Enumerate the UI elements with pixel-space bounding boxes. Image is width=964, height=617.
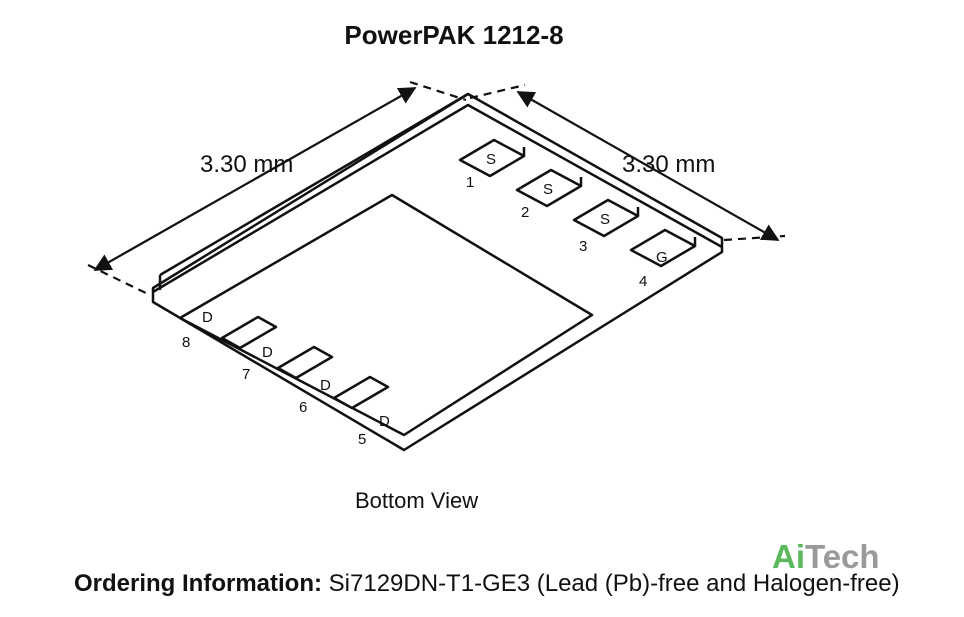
pin-4-label: G xyxy=(656,249,668,266)
left-dimension-line xyxy=(93,87,417,271)
pin-5-number: 5 xyxy=(358,431,366,448)
pin-7-pad xyxy=(220,315,278,350)
package-outline xyxy=(151,92,724,452)
ordering-text: Si7129DN-T1-GE3 (Lead (Pb)-free and Halo… xyxy=(322,570,900,597)
exposed-drain-pad xyxy=(178,193,594,437)
pin-3-label: S xyxy=(600,211,610,228)
pin-8-label: D xyxy=(202,309,213,326)
pin-1-number: 1 xyxy=(466,174,474,191)
left-dimension-label: 3.30 mm xyxy=(200,151,293,178)
pin-1-label: S xyxy=(486,151,496,168)
aitech-watermark: AiTech xyxy=(772,538,880,575)
view-label: Bottom View xyxy=(355,488,478,513)
pin-2-number: 2 xyxy=(521,204,529,221)
package-left-edge xyxy=(152,103,723,294)
pin-7-number: 7 xyxy=(242,366,250,383)
pin-4-number: 4 xyxy=(639,273,647,290)
ordering-label: Ordering Information: xyxy=(74,570,322,597)
pin-2-label: S xyxy=(543,181,553,198)
right-dimension-label: 3.30 mm xyxy=(622,151,715,178)
pin-7-label: D xyxy=(262,344,273,361)
right-dimension-line xyxy=(516,91,780,241)
pin-3-number: 3 xyxy=(579,238,587,255)
pin-6-label: D xyxy=(320,377,331,394)
pin-8-number: 8 xyxy=(182,334,190,351)
pin-6-number: 6 xyxy=(299,399,307,416)
pin-5-pad xyxy=(332,375,390,410)
ordering-information: Ordering Information: Si7129DN-T1-GE3 (L… xyxy=(74,570,900,598)
package-title: PowerPAK 1212-8 xyxy=(344,20,564,50)
pin-6-pad xyxy=(276,345,334,380)
bottom-pins xyxy=(220,315,390,410)
pin-5-label: D xyxy=(379,413,390,430)
